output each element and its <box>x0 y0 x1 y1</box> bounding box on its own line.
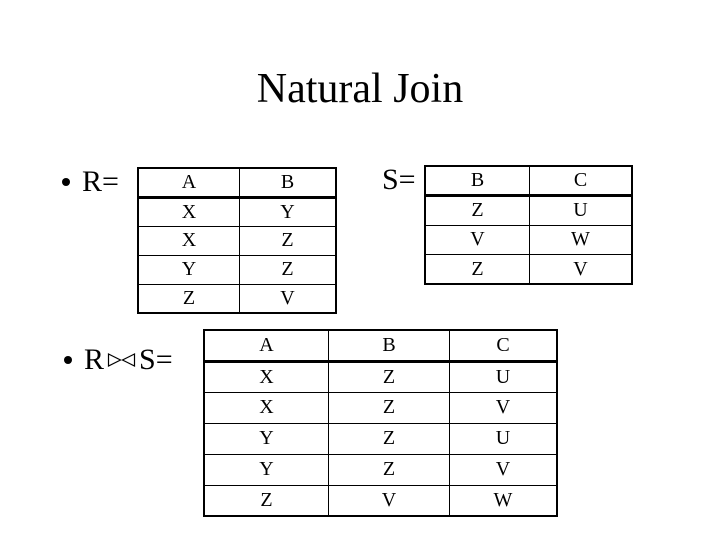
table-cell: V <box>239 283 337 314</box>
table-cell: Y <box>137 254 240 285</box>
column-header: C <box>449 329 558 363</box>
natural-join-icon <box>107 352 136 367</box>
page-title: Natural Join <box>256 66 464 112</box>
table-cell: V <box>328 484 450 517</box>
column-header: A <box>137 167 240 199</box>
table-cell: Y <box>203 422 329 455</box>
table-cell: Z <box>239 254 337 285</box>
column-header: A <box>203 329 329 363</box>
column-header: B <box>239 167 337 199</box>
table-cell: Z <box>424 195 530 226</box>
table-cell: U <box>449 422 558 455</box>
table-cell: X <box>203 360 329 393</box>
table-cell: X <box>137 225 240 256</box>
relation-s-label-wrap: S= <box>382 162 416 196</box>
table-cell: V <box>529 254 633 285</box>
table-cell: X <box>137 196 240 227</box>
table-cell: Z <box>328 422 450 455</box>
join-expression-s: S= <box>139 342 173 376</box>
table-cell: U <box>529 195 633 226</box>
join-expression-r: R <box>84 342 105 376</box>
table-cell: Z <box>328 360 450 393</box>
column-header: B <box>328 329 450 363</box>
table-cell: X <box>203 391 329 424</box>
table-cell: V <box>424 224 530 255</box>
table-cell: Z <box>424 254 530 285</box>
table-cell: W <box>449 484 558 517</box>
table-cell: Y <box>203 453 329 486</box>
bullet-item-join: R S= <box>64 344 173 375</box>
table-cell: Z <box>328 453 450 486</box>
relation-r-label: R= <box>82 164 119 198</box>
table-cell: Y <box>239 196 337 227</box>
table-cell: W <box>529 224 633 255</box>
bullet-icon <box>62 177 70 186</box>
column-header: C <box>529 165 633 197</box>
table-cell: Z <box>137 283 240 314</box>
table-cell: Z <box>239 225 337 256</box>
table-cell: V <box>449 453 558 486</box>
table-cell: Z <box>203 484 329 517</box>
bullet-icon <box>64 355 72 364</box>
table-cell: U <box>449 360 558 393</box>
bullet-item-r: R= <box>62 164 119 198</box>
column-header: B <box>424 165 530 197</box>
table-cell: V <box>449 391 558 424</box>
relation-s-label: S= <box>382 162 416 196</box>
table-cell: Z <box>328 391 450 424</box>
